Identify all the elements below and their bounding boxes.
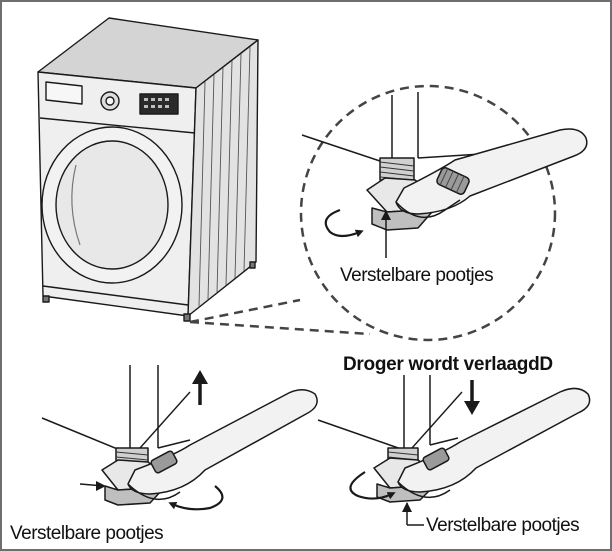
right-rotation-arrow-icon: [349, 471, 396, 500]
callout-pointer: [189, 298, 371, 336]
bottom-right-label: Verstelbare pootjes: [426, 515, 580, 536]
left-rotation-arrow-icon: [168, 485, 224, 511]
right-leader-line: [411, 391, 463, 449]
dryer-icon: [37, 17, 259, 322]
callout-circle: [299, 84, 557, 342]
top-callout-label: Verstelbare pootjes: [340, 265, 494, 286]
rotation-arrow-icon: [324, 208, 364, 238]
right-foot-icon: [317, 375, 591, 526]
left-leader-line: [139, 391, 191, 449]
up-arrow-icon: [192, 370, 208, 405]
lowered-heading: Droger wordt verlaagdD: [343, 354, 553, 375]
down-arrow-icon: [464, 380, 480, 415]
left-foot-icon: [41, 365, 318, 506]
callout-foot-icon: [301, 92, 588, 258]
bottom-left-label: Verstelbare pootjes: [10, 523, 164, 544]
